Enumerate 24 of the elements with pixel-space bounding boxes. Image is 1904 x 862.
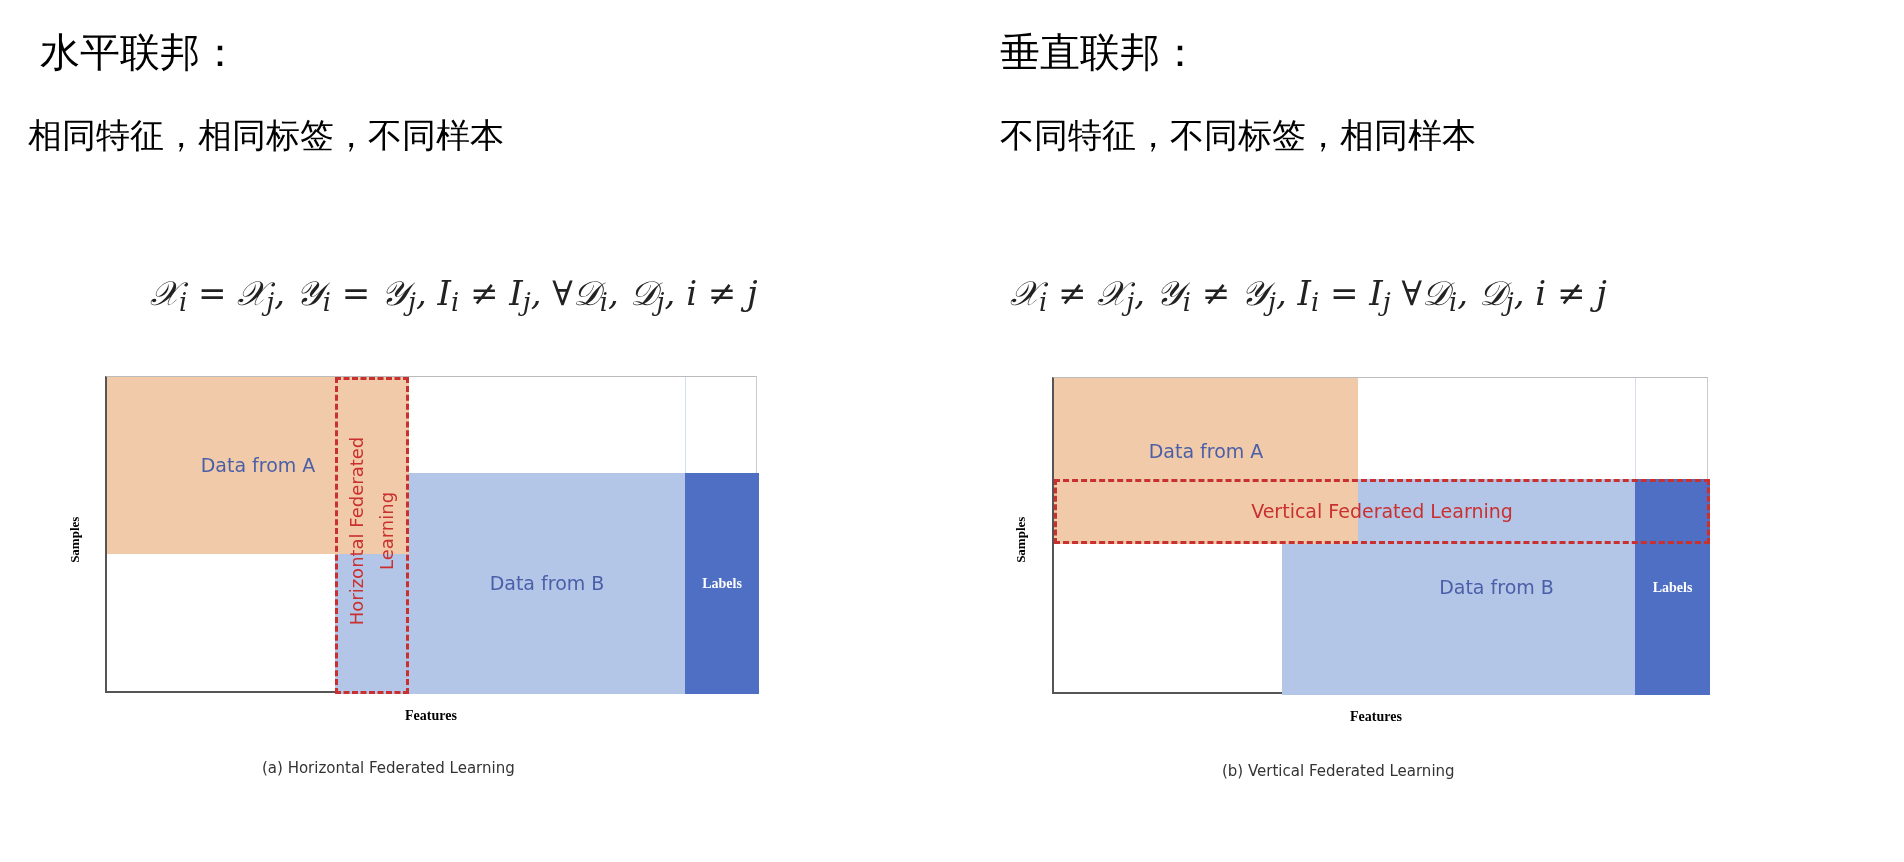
- labels-column: [685, 473, 759, 694]
- axis-label: Samples: [66, 516, 84, 563]
- axis-label: Samples: [1012, 516, 1030, 563]
- subheading: 不同特征，不同标签，相同样本: [1000, 115, 1476, 156]
- heading: 垂直联邦：: [1000, 29, 1200, 76]
- chart-frame: [1052, 377, 1708, 694]
- region-label: Vertical Federated Learning: [1251, 499, 1513, 525]
- caption: (b) Vertical Federated Learning: [1222, 761, 1455, 782]
- axis-label: Features: [1350, 708, 1402, 726]
- block-label: Data from B: [489, 571, 605, 597]
- caption: (a) Horizontal Federated Learning: [262, 758, 515, 779]
- chart-frame: [105, 376, 757, 693]
- formula: 𝒳$_{i}$ = 𝒳$_{j}$, 𝒴$_{i}$ = 𝒴$_{j}$, I$_{i}$ ≠ I$_{j}$, ∀𝒟$_{i}$, 𝒟$_{j}$, i ≠ j: [150, 272, 758, 319]
- heading: 水平联邦：: [40, 29, 240, 76]
- column-label: Labels: [702, 575, 742, 593]
- block-label: Data from B: [1439, 574, 1554, 600]
- block-label: Data from A: [200, 453, 316, 479]
- subheading: 相同特征，相同标签，不同样本: [28, 115, 504, 156]
- axis-label: Features: [405, 707, 457, 725]
- formula: 𝒳$_{i}$ ≠ 𝒳$_{j}$, 𝒴$_{i}$ ≠ 𝒴$_{j}$, I$_{i}$ = I$_{j}$ ∀𝒟$_{i}$, 𝒟$_{j}$, i ≠ j: [1010, 272, 1607, 319]
- column-label: Labels: [1652, 578, 1693, 597]
- labels-column: [1635, 479, 1710, 695]
- region-label: Horizontal Federated Learning: [345, 435, 398, 626]
- block-label: Data from A: [1148, 438, 1264, 464]
